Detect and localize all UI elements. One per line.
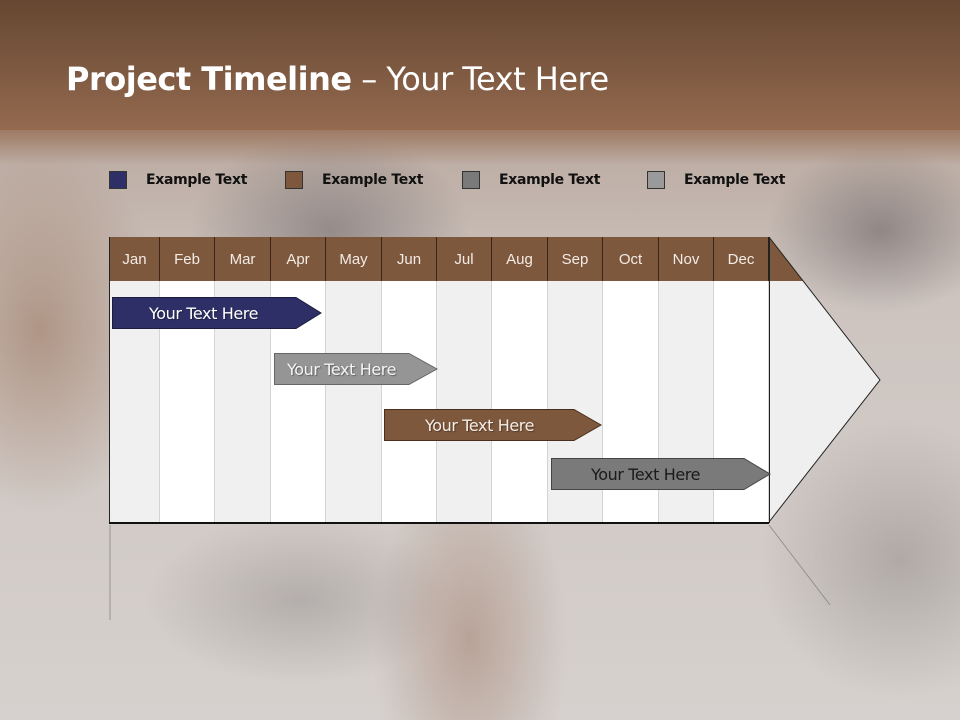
timeline-bar-3[interactable]: Your Text Here bbox=[384, 409, 602, 441]
bar-arrow-shape bbox=[384, 409, 602, 441]
legend-label: Example Text bbox=[322, 172, 424, 188]
timeline-bar-4[interactable]: Your Text Here bbox=[551, 458, 771, 490]
bar-arrow-shape bbox=[112, 297, 322, 329]
month-column bbox=[492, 281, 548, 522]
legend-item-3: Example Text bbox=[462, 170, 600, 190]
legend-item-1: Example Text bbox=[109, 170, 247, 190]
bar-label: Your Text Here bbox=[287, 359, 397, 379]
bar-label: Your Text Here bbox=[425, 415, 535, 435]
month-column bbox=[382, 281, 437, 522]
title-band-fade bbox=[0, 125, 960, 165]
month-header-dec: Dec bbox=[714, 237, 769, 281]
month-header-mar: Mar bbox=[215, 237, 271, 281]
month-header-jan: Jan bbox=[110, 237, 160, 281]
bar-label: Your Text Here bbox=[591, 464, 701, 484]
legend-item-4: Example Text bbox=[647, 170, 785, 190]
month-header-jun: Jun bbox=[382, 237, 437, 281]
legend-label: Example Text bbox=[684, 172, 786, 188]
timeline-bar-2[interactable]: Your Text Here bbox=[274, 353, 438, 385]
month-header-feb: Feb bbox=[160, 237, 215, 281]
bar-arrow-shape bbox=[551, 458, 771, 490]
title-band bbox=[0, 0, 960, 130]
month-header-nov: Nov bbox=[659, 237, 714, 281]
month-column bbox=[437, 281, 492, 522]
month-header-oct: Oct bbox=[603, 237, 659, 281]
legend-label: Example Text bbox=[146, 172, 248, 188]
month-header-apr: Apr bbox=[271, 237, 326, 281]
month-header-may: May bbox=[326, 237, 382, 281]
month-header-sep: Sep bbox=[548, 237, 603, 281]
legend-item-2: Example Text bbox=[285, 170, 423, 190]
month-header-jul: Jul bbox=[437, 237, 492, 281]
legend-swatch-brown bbox=[285, 171, 303, 189]
title-bold: Project Timeline bbox=[66, 60, 352, 98]
legend-swatch-light-gray bbox=[647, 171, 665, 189]
title-rest: – Your Text Here bbox=[351, 60, 609, 98]
page-title: Project Timeline – Your Text Here bbox=[66, 60, 609, 98]
legend-label: Example Text bbox=[499, 172, 601, 188]
bar-arrow-shape bbox=[274, 353, 438, 385]
month-header-aug: Aug bbox=[492, 237, 548, 281]
legend-swatch-dark-gray bbox=[462, 171, 480, 189]
legend-swatch-navy bbox=[109, 171, 127, 189]
bar-label: Your Text Here bbox=[149, 303, 259, 323]
month-column bbox=[326, 281, 382, 522]
timeline-bar-1[interactable]: Your Text Here bbox=[112, 297, 322, 329]
